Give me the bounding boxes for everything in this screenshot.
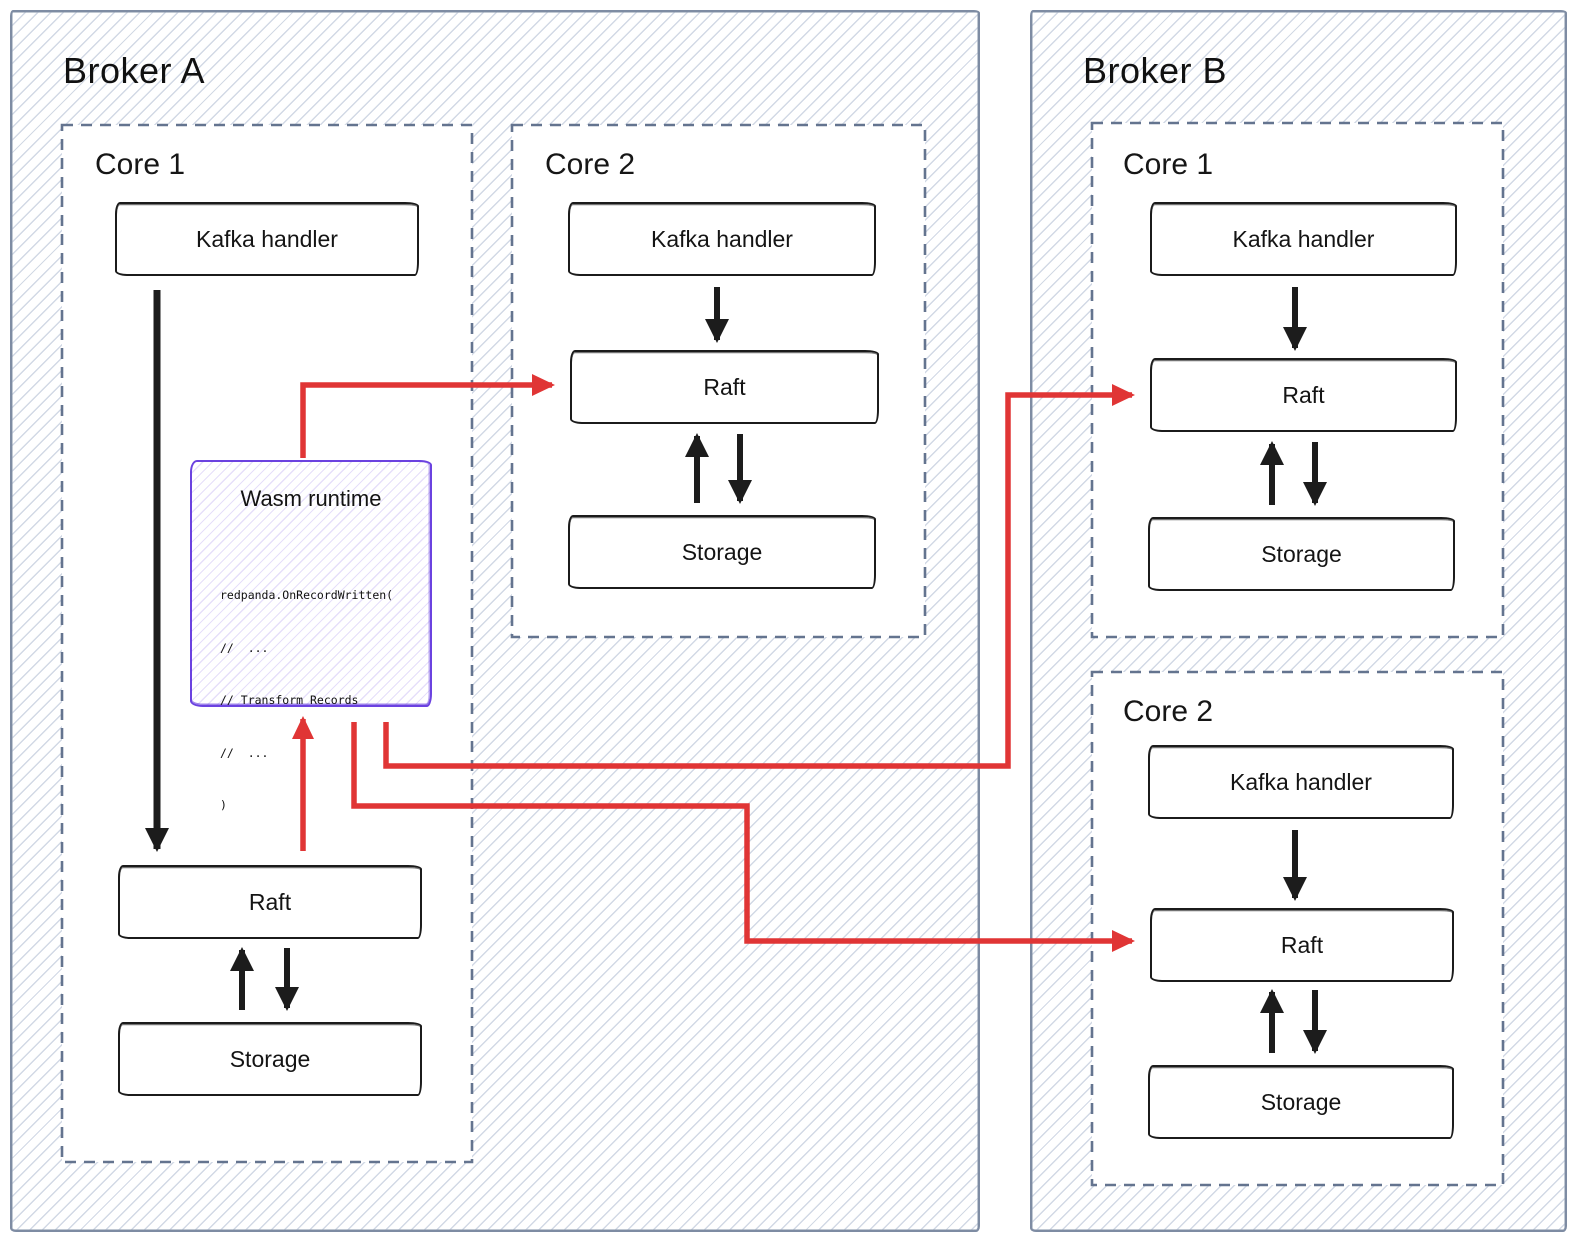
code-line: // Transform Records bbox=[220, 693, 359, 707]
broker-a-core1-storage-box: Storage bbox=[118, 1022, 422, 1096]
broker-b-core1-raft-box: Raft bbox=[1150, 358, 1457, 432]
box-label: Raft bbox=[1280, 931, 1324, 958]
broker-a-core2-raft-box: Raft bbox=[570, 350, 879, 424]
box-label: Storage bbox=[229, 1045, 311, 1072]
box-label: Raft bbox=[1282, 381, 1325, 408]
code-line: ) bbox=[220, 798, 227, 812]
broker-a-core2-kafka-handler-box: Kafka handler bbox=[568, 202, 876, 276]
code-line: // ... bbox=[220, 745, 269, 760]
broker-b-core2-storage-box: Storage bbox=[1148, 1065, 1454, 1139]
box-label: Storage bbox=[1261, 540, 1342, 567]
broker-b-core2-raft-box: Raft bbox=[1150, 908, 1454, 982]
broker-b-core2-label: Core 2 bbox=[1123, 695, 1214, 728]
broker-a-title: Broker A bbox=[63, 50, 206, 91]
broker-a-core1-raft-box: Raft bbox=[118, 865, 422, 939]
broker-b-core1-kafka-handler-box: Kafka handler bbox=[1150, 202, 1457, 276]
box-label: Kafka handler bbox=[651, 225, 793, 252]
box-label: Raft bbox=[248, 888, 292, 915]
broker-b-core1-storage-box: Storage bbox=[1148, 517, 1455, 591]
box-label: Storage bbox=[681, 538, 763, 565]
box-label: Raft bbox=[703, 373, 746, 400]
box-label: Kafka handler bbox=[196, 225, 338, 252]
broker-a-core1-kafka-handler-box: Kafka handler bbox=[115, 202, 419, 276]
wasm-runtime-code: redpanda.OnRecordWritten( // ... // Tran… bbox=[220, 552, 393, 850]
code-line: redpanda.OnRecordWritten( bbox=[220, 588, 394, 602]
broker-b-core2-kafka-handler-box: Kafka handler bbox=[1148, 745, 1454, 819]
box-label: Kafka handler bbox=[1232, 225, 1375, 252]
wasm-runtime-box: Wasm runtime redpanda.OnRecordWritten( /… bbox=[190, 460, 432, 812]
box-label: Kafka handler bbox=[1230, 768, 1372, 795]
broker-b-title: Broker B bbox=[1083, 50, 1228, 91]
wasm-runtime-title: Wasm runtime bbox=[240, 486, 382, 511]
broker-b-core1-label: Core 1 bbox=[1123, 148, 1214, 181]
broker-a-core2-label: Core 2 bbox=[545, 148, 636, 181]
broker-a-core1-label: Core 1 bbox=[95, 148, 186, 181]
code-line: // ... bbox=[220, 640, 269, 655]
box-label: Storage bbox=[1260, 1088, 1342, 1115]
broker-a-core2-storage-box: Storage bbox=[568, 515, 876, 589]
